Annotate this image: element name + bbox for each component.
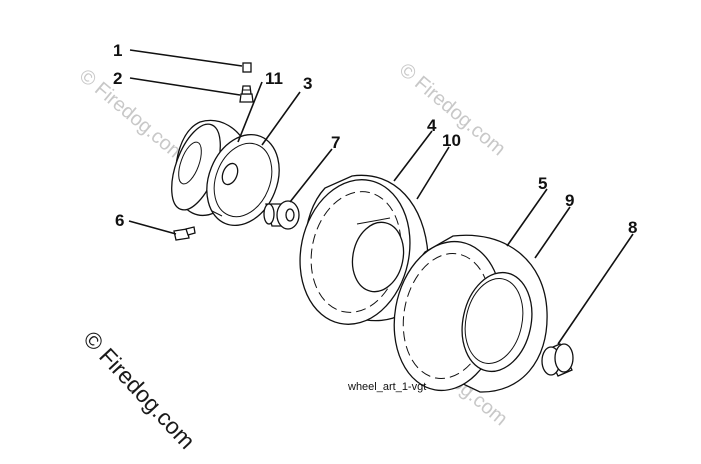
callout-labels: 1 2 11 3 7 6 4 10 5 9 8: [113, 41, 637, 237]
callout-2: 2: [113, 69, 122, 88]
part-8-spacer: [541, 343, 574, 377]
callout-6: 6: [115, 211, 124, 230]
leader-lines: [128, 49, 634, 345]
art-id-label: wheel_art_1-vgt: [347, 381, 426, 393]
callout-1: 1: [113, 41, 122, 60]
watermark-corner: © Firedog.com: [78, 326, 200, 454]
callout-8: 8: [628, 218, 637, 237]
callout-9: 9: [565, 191, 574, 210]
callout-11: 11: [265, 69, 283, 88]
part-2-valve-stem: [239, 85, 254, 103]
part-7-bushing: [263, 200, 300, 230]
part-3-rim: [171, 119, 280, 227]
watermark-left: © Firedog.com: [75, 65, 190, 166]
part-6-bolt: [173, 226, 196, 241]
callout-4: 4: [427, 116, 437, 135]
part-4-tire: [299, 174, 429, 325]
part-5-tire: [393, 234, 548, 393]
callout-3: 3: [303, 74, 312, 93]
callout-10: 10: [442, 131, 461, 150]
callout-7: 7: [331, 133, 340, 152]
callout-5: 5: [538, 174, 547, 193]
part-1-valve-cap: [242, 62, 252, 73]
